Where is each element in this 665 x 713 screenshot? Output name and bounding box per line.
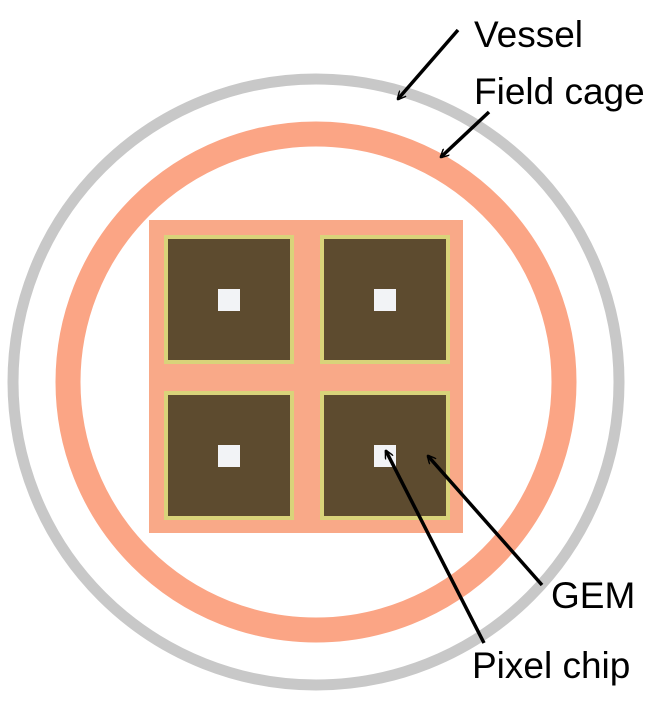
field-cage-label: Field cage	[474, 71, 645, 112]
gem-label: GEM	[551, 575, 635, 616]
pixel-chip-label: Pixel chip	[472, 645, 630, 686]
field-cage-ring	[55, 121, 577, 643]
vessel-label: Vessel	[474, 14, 583, 55]
field-cage-arrow	[441, 110, 491, 157]
pixel-chip-top-right	[374, 289, 396, 311]
pixel-chip-bottom-left	[218, 445, 240, 467]
gem-arrow	[428, 456, 544, 587]
pixel-chip-top-left	[218, 289, 240, 311]
vessel-ring	[7, 73, 625, 691]
pixel-chip-arrow	[384, 451, 486, 644]
vessel-arrow	[398, 28, 460, 99]
